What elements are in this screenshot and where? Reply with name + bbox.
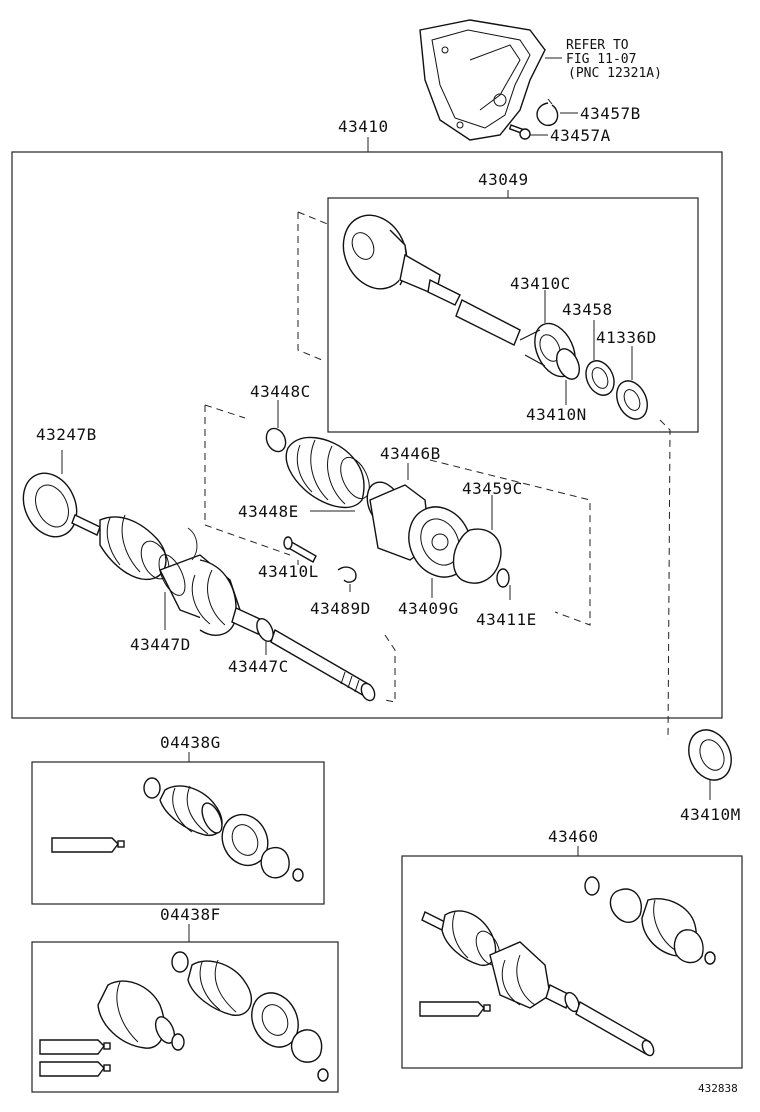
label-43446B: 43446B: [380, 444, 441, 463]
label-43457B: 43457B: [580, 104, 641, 123]
label-43409G: 43409G: [398, 599, 459, 618]
snap-ring-43459C-part: [452, 528, 502, 584]
label-04438G: 04438G: [160, 733, 221, 752]
kit-box-43460: [401, 855, 743, 1069]
label-43410C: 43410C: [510, 274, 571, 293]
snap-ring-43411E-part: [496, 568, 510, 588]
boot-43446B-part: [285, 436, 370, 509]
label-43458: 43458: [562, 300, 613, 319]
assembly-box-43410: [11, 151, 723, 719]
assembly-box-43049: [327, 197, 699, 433]
label-43410: 43410: [338, 117, 389, 136]
label-43489D: 43489D: [310, 599, 371, 618]
label-43457A: 43457A: [550, 126, 611, 145]
boot-clamp-43448C-part: [265, 427, 287, 453]
label-43410N: 43410N: [526, 405, 587, 424]
kit-box-04438F: [31, 941, 339, 1093]
drive-shaft-kit-43460-part: [419, 876, 716, 1057]
bolt-43457A-part: [508, 124, 531, 140]
label-04438F: 04438F: [160, 905, 221, 924]
refer-text-line3: (PNC 12321A): [568, 66, 662, 81]
bolt-43410L-part: [283, 536, 317, 563]
label-43447C: 43447C: [228, 657, 289, 676]
snap-ring-43410N-part: [555, 348, 581, 380]
label-43411E: 43411E: [476, 610, 537, 629]
label-43459C: 43459C: [462, 479, 523, 498]
bearing-43458-part: [585, 360, 615, 396]
drive-shaft-assembly-part: [71, 514, 376, 702]
boot-kit-04438F-part: [39, 951, 329, 1082]
label-43460: 43460: [548, 827, 599, 846]
transaxle-housing-part: [419, 19, 546, 141]
label-43247B: 43247B: [36, 425, 97, 444]
label-43447D: 43447D: [130, 635, 191, 654]
oil-seal-41336D-part: [616, 380, 648, 420]
clip-43489D-part: [337, 566, 357, 583]
refer-text-line2: FIG 11-07: [566, 52, 636, 67]
label-43049: 43049: [478, 170, 529, 189]
outboard-shaft-43049-part: [342, 214, 576, 378]
diagram-id: 432838: [698, 1082, 738, 1095]
kit-box-04438G: [31, 761, 325, 905]
refer-text-line1: REFER TO: [566, 38, 629, 53]
label-43448C: 43448C: [250, 382, 311, 401]
snap-ring-43457B-part: [536, 98, 559, 126]
bearing-43247B-part: [22, 472, 78, 538]
label-43410M: 43410M: [680, 805, 741, 824]
label-43448E: 43448E: [238, 502, 299, 521]
label-43410L: 43410L: [258, 562, 319, 581]
oil-seal-43410M-part: [688, 729, 732, 781]
boot-kit-04438G-part: [51, 777, 304, 882]
label-41336D: 41336D: [596, 328, 657, 347]
